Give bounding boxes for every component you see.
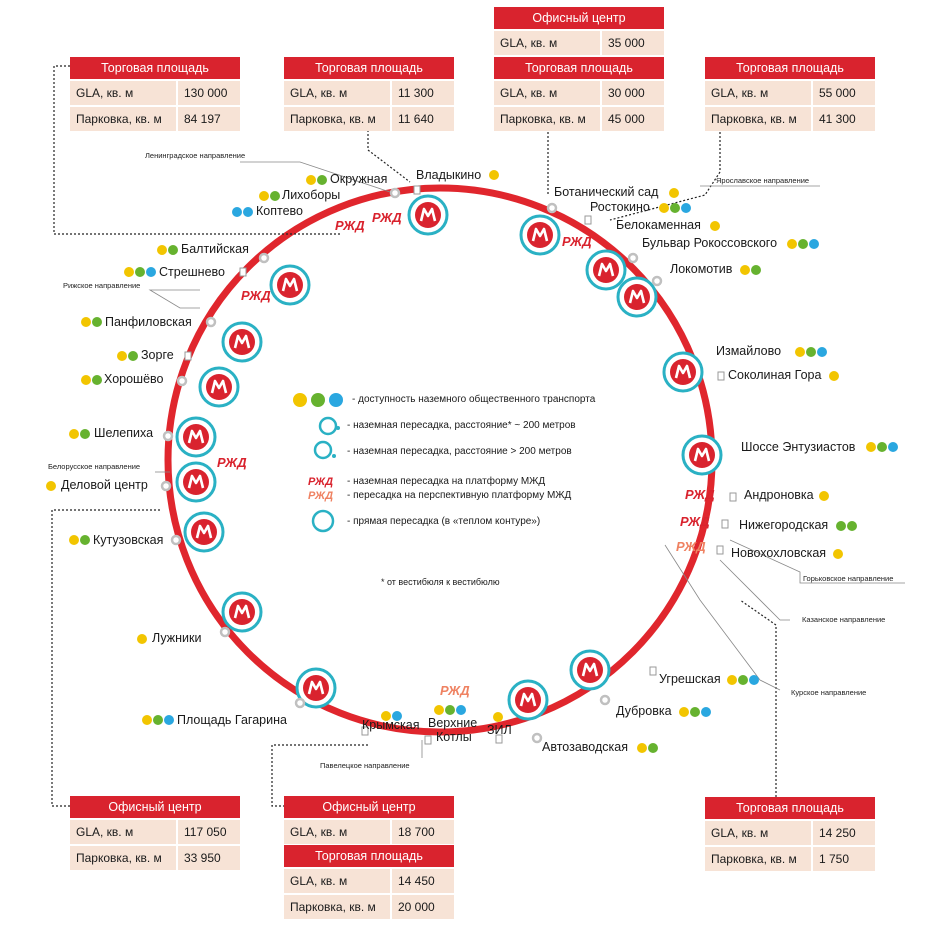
- svg-text:РЖД: РЖД: [676, 539, 706, 554]
- direction-kazan: Казанское направление: [802, 615, 886, 624]
- legend-transport: - доступность наземного общественного тр…: [352, 394, 596, 405]
- station-okruzhnaya: Окружная: [330, 172, 388, 186]
- svg-text:РЖД: РЖД: [241, 288, 271, 303]
- station-shelepikha: Шелепиха: [94, 426, 154, 440]
- box-header: Торговая площадь: [70, 57, 240, 79]
- direction-belarus: Белорусское направление: [48, 462, 141, 471]
- box-header: Торговая площадь: [284, 845, 454, 867]
- box-header: Торговая площадь: [284, 57, 454, 79]
- box-header: Офисный центр: [70, 796, 240, 818]
- svg-text:РЖД: РЖД: [372, 210, 402, 225]
- station-zorge: Зорге: [141, 348, 174, 362]
- station-khoroshevo: Хорошёво: [104, 372, 164, 386]
- svg-text:РЖД: РЖД: [308, 476, 333, 488]
- station-shosse: Шоссе Энтузиастов: [741, 440, 856, 454]
- station-belokamennaya: Белокаменная: [616, 218, 701, 232]
- station-verkhnie-kotly-2: Котлы: [436, 730, 472, 744]
- legend-footnote: * от вестибюля к вестибюлю: [381, 577, 500, 587]
- station-andronovka: Андроновка: [744, 488, 814, 502]
- direction-riga: Рижское направление: [63, 281, 141, 290]
- svg-text:РЖД: РЖД: [562, 234, 592, 249]
- legend-direct: - прямая пересадка (в «теплом контуре»): [347, 516, 541, 527]
- station-dubrovka: Дубровка: [616, 704, 672, 718]
- legend-rzd-future: - пересадка на перспективную платформу М…: [347, 490, 572, 501]
- svg-text:РЖД: РЖД: [680, 514, 710, 529]
- box-header: Торговая площадь: [705, 57, 875, 79]
- box-header: Торговая площадь: [705, 797, 875, 819]
- direction-leningrad: Ленинградское направление: [145, 151, 246, 160]
- station-lokomotiv: Локомотив: [670, 262, 733, 276]
- direction-kursk: Курское направление: [791, 688, 867, 697]
- svg-text:РЖД: РЖД: [440, 683, 470, 698]
- legend-near: - наземная пересадка, расстояние* ~ 200 …: [347, 420, 576, 431]
- station-streshnevo: Стрешнево: [159, 265, 225, 279]
- svg-text:РЖД: РЖД: [308, 490, 333, 502]
- box-header: Офисный центр: [284, 796, 454, 818]
- station-gagarina: Площадь Гагарина: [177, 713, 287, 727]
- station-likhobory: Лихоборы: [282, 188, 341, 202]
- station-delovoy: Деловой центр: [61, 478, 148, 492]
- svg-text:РЖД: РЖД: [217, 455, 247, 470]
- station-ugreshskaya: Угрешская: [659, 672, 721, 686]
- station-sokolinaya: Соколиная Гора: [728, 368, 822, 382]
- station-vladykino: Владыкино: [416, 168, 482, 182]
- svg-text:РЖД: РЖД: [685, 487, 715, 502]
- station-luzhniki: Лужники: [152, 631, 202, 645]
- station-avtozavodskaya: Автозаводская: [542, 740, 628, 754]
- station-panfilovskaya: Панфиловская: [105, 315, 192, 329]
- station-kutuzovskaya: Кутузовская: [93, 533, 164, 547]
- direction-paveletsk: Павелецкое направление: [320, 761, 410, 770]
- station-botanicheskiy: Ботанический сад: [554, 185, 659, 199]
- station-zil: ЗИЛ: [487, 723, 512, 737]
- station-novokhokhlovskaya: Новохохловская: [731, 546, 827, 560]
- direction-gorky: Горьковское направление: [803, 574, 894, 583]
- box-header: Офисный центр: [494, 7, 664, 29]
- mcc-ring: [164, 184, 716, 736]
- box-header: Торговая площадь: [494, 57, 664, 79]
- station-krymskaya: Крымская: [362, 718, 420, 732]
- station-rostokino: Ростокино: [590, 200, 650, 214]
- svg-text:РЖД: РЖД: [335, 218, 365, 233]
- direction-yaroslavl: Ярославское направление: [716, 176, 810, 185]
- station-verkhnie-kotly-1: Верхние: [428, 716, 478, 730]
- station-bulvar: Бульвар Рокоссовского: [642, 236, 778, 250]
- legend-rzd: - наземная пересадка на платформу МЖД: [347, 476, 546, 487]
- station-izmaylovo: Измайлово: [716, 344, 782, 358]
- legend-far: - наземная пересадка, расстояние > 200 м…: [347, 446, 572, 457]
- station-baltiyskaya: Балтийская: [181, 242, 249, 256]
- station-nizhegorodskaya: Нижегородская: [739, 518, 829, 532]
- station-koptevo: Коптево: [256, 204, 303, 218]
